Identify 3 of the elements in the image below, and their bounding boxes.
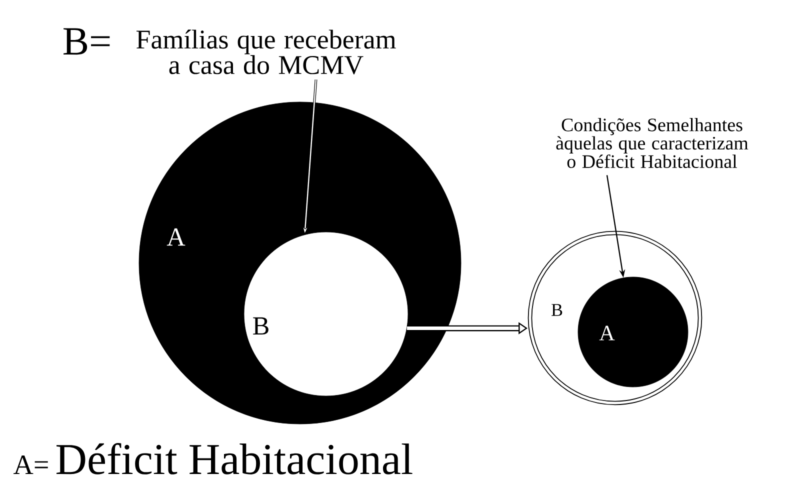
legend-text: A= Déficit Habitacional [13, 443, 412, 474]
callout-text: Condições Semelhantes àquelas que caracterizam o Déficit Habitacional [556, 118, 748, 168]
callout-text: Famílias que receberam a casa do MCMV B= [64, 28, 396, 74]
